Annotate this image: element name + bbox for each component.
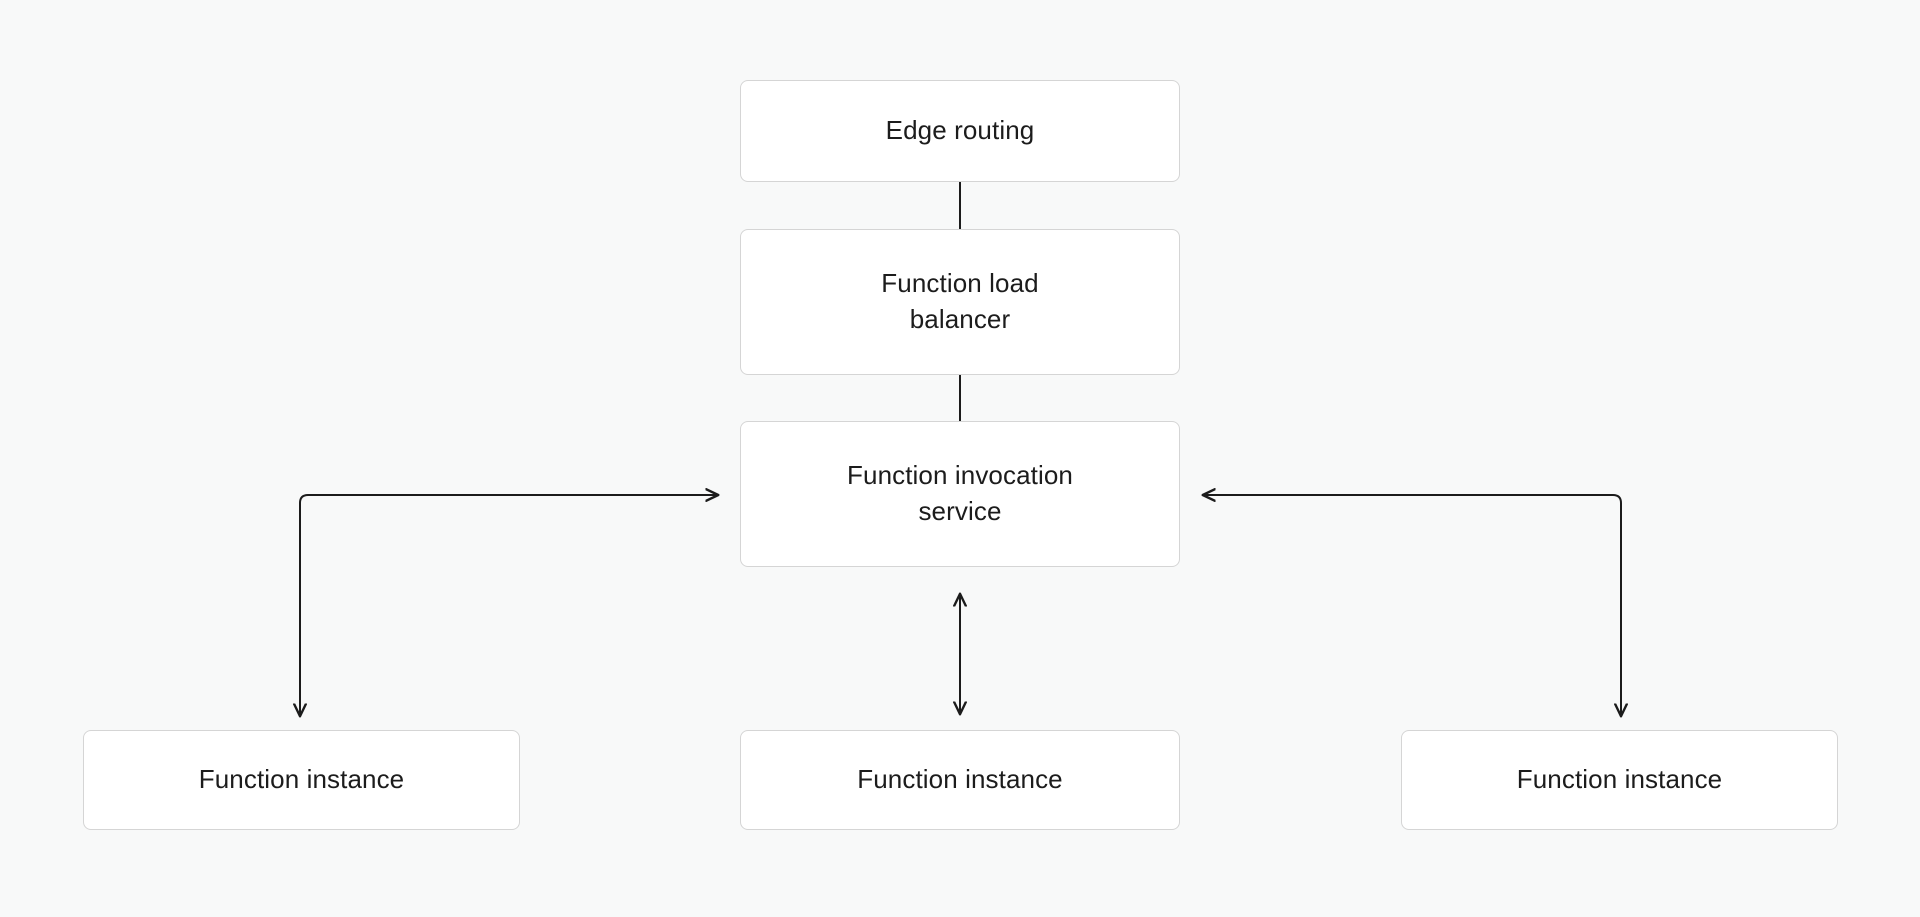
node-edge-routing-label: Edge routing	[885, 115, 1035, 146]
node-function-instance-right[interactable]: Function instance	[1401, 730, 1838, 830]
node-function-instance-left-label: Function instance	[198, 764, 405, 795]
node-edge-routing[interactable]: Edge routing	[740, 80, 1180, 182]
node-function-invocation-service[interactable]: Function invocation service	[740, 421, 1180, 567]
node-function-load-balancer[interactable]: Function load balancer	[740, 229, 1180, 375]
edge-invocation-service-to-instance-right	[1203, 495, 1621, 716]
edge-invocation-service-to-instance-left	[300, 495, 718, 716]
node-function-instance-right-label: Function instance	[1516, 764, 1723, 795]
node-function-instance-center[interactable]: Function instance	[740, 730, 1180, 830]
node-function-instance-left[interactable]: Function instance	[83, 730, 520, 830]
node-function-invocation-service-label: Function invocation service	[847, 460, 1073, 526]
node-function-instance-center-label: Function instance	[857, 764, 1063, 795]
node-function-load-balancer-label: Function load balancer	[881, 268, 1039, 334]
